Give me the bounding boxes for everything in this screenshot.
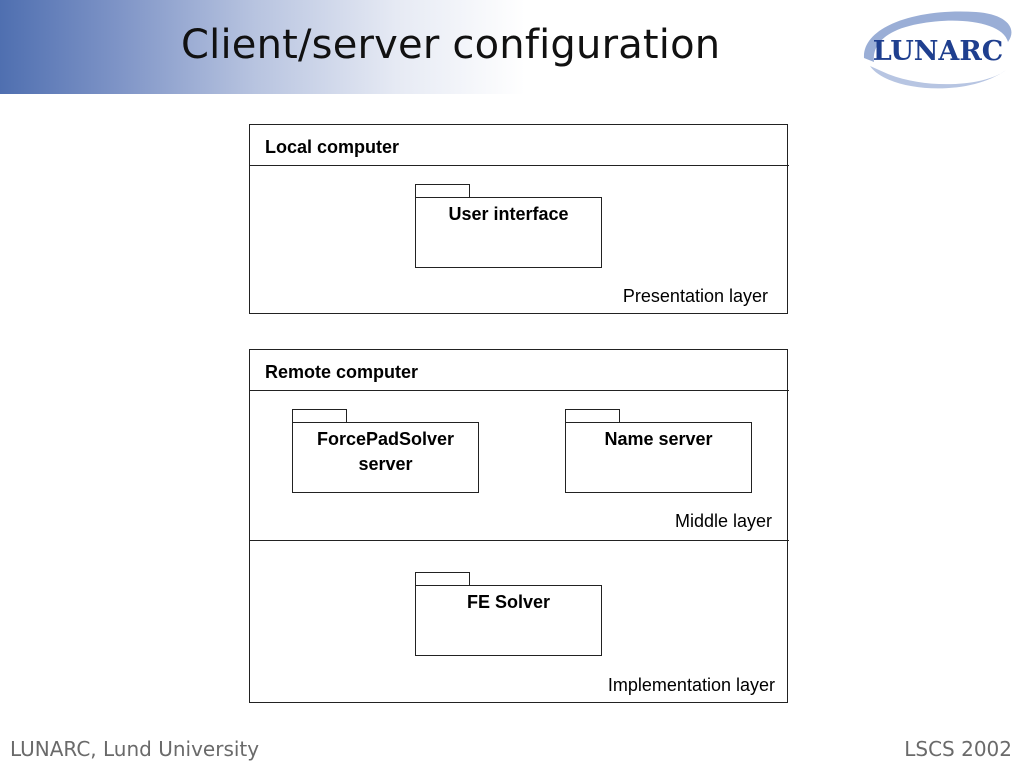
- package-body: Name server: [565, 422, 752, 493]
- package-name: User interface: [448, 204, 569, 224]
- middle-layer-label: Middle layer: [674, 511, 772, 531]
- implementation-layer-label: Implementation layer: [607, 675, 775, 695]
- package-forcepadsolver-server: ForcePadSolver server: [292, 409, 479, 493]
- local-computer-title: Local computer: [265, 137, 400, 157]
- package-name: ForcePadSolver server: [316, 429, 455, 474]
- logo-swoosh: [863, 11, 1012, 62]
- presentation-layer-label: Presentation layer: [622, 286, 768, 306]
- package-name: FE Solver: [466, 592, 551, 612]
- local-computer-divider: [250, 165, 789, 166]
- footer-event: LSCS 2002: [904, 737, 1012, 761]
- package-name-server: Name server: [565, 409, 752, 493]
- package-tab: [565, 409, 620, 423]
- local-computer-box: Local computer User interface Presentati…: [249, 124, 789, 314]
- package-user-interface: User interface: [415, 184, 602, 268]
- package-body: ForcePadSolver server: [292, 422, 479, 493]
- package-tab: [415, 184, 470, 198]
- remote-computer-box: Remote computer ForcePadSolver server Na…: [249, 349, 789, 703]
- package-body: FE Solver: [415, 585, 602, 656]
- remote-computer-title: Remote computer: [265, 362, 419, 382]
- package-name: Name server: [604, 429, 713, 449]
- layer-divider: [250, 540, 789, 541]
- package-fe-solver: FE Solver: [415, 572, 602, 656]
- package-body: User interface: [415, 197, 602, 268]
- remote-computer-divider: [250, 390, 789, 391]
- header-band: [0, 0, 640, 94]
- slide-title: Client/server configuration: [181, 22, 721, 68]
- package-tab: [415, 572, 470, 586]
- package-tab: [292, 409, 347, 423]
- lunarc-logo: LUNARC: [863, 11, 1012, 89]
- logo-swoosh-lower: [870, 66, 1006, 89]
- footer-organization: LUNARC, Lund University: [10, 737, 260, 761]
- logo-text: LUNARC: [873, 36, 1004, 67]
